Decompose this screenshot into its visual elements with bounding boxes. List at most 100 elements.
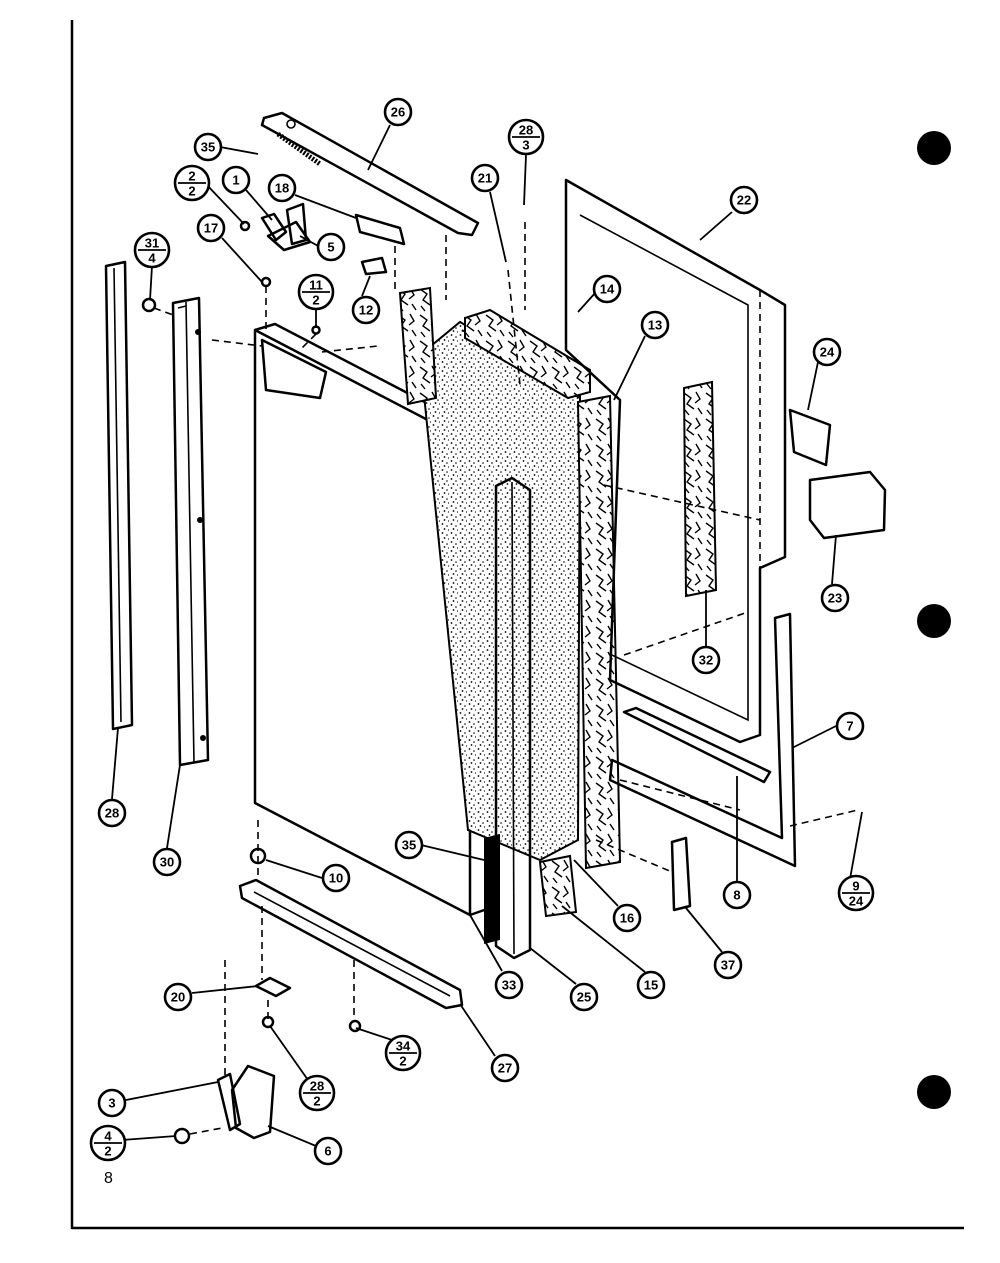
- callout-circle: [196, 213, 226, 243]
- fraction-top: 28: [519, 123, 533, 138]
- callout-label: 13: [648, 318, 662, 333]
- callout-circle: [494, 970, 524, 1000]
- part-22-inner-liner: [564, 178, 787, 744]
- part-callout-33: 33: [494, 970, 524, 1000]
- fraction-bottom: 4: [148, 251, 156, 266]
- part-callout-12: 12: [351, 295, 381, 325]
- part-callout-16: 16: [612, 903, 642, 933]
- part-callout-13: 13: [640, 310, 670, 340]
- part-callout-27: 27: [490, 1053, 520, 1083]
- fraction-bottom: 2: [188, 184, 195, 199]
- part-37-clip: [670, 836, 692, 912]
- callout-label: 16: [620, 911, 634, 926]
- fraction-bottom: 2: [312, 293, 319, 308]
- fraction-top: 2: [188, 169, 195, 184]
- part-callout-10: 10: [321, 863, 351, 893]
- part-callout-35: 35: [193, 132, 223, 162]
- fraction-callout-9-24: 924: [837, 874, 875, 912]
- punch-hole: [917, 131, 951, 165]
- assembly-lines: [153, 222, 859, 1135]
- part-callout-30: 30: [152, 847, 182, 877]
- callout-circle: [812, 337, 842, 367]
- foam-liner: [418, 320, 582, 862]
- callout-circle: [713, 950, 743, 980]
- part-24-part-23-brackets: [788, 408, 887, 540]
- callout-label: 27: [498, 1061, 512, 1076]
- callout-label: 7: [846, 719, 853, 734]
- fraction-callout-11-2: 112: [297, 273, 335, 311]
- part-callout-7: 7: [835, 711, 865, 741]
- callout-circle: [163, 982, 193, 1012]
- fraction-callout-28-3: 283: [507, 118, 545, 156]
- part-callout-22: 22: [729, 185, 759, 215]
- page-frame: [70, 20, 964, 1230]
- callout-circle: [729, 185, 759, 215]
- part-callout-8: 8: [722, 880, 752, 910]
- bottom-hinge-parts: [173, 976, 292, 1145]
- callout-circle: [636, 970, 666, 1000]
- callout-circle: [640, 310, 670, 340]
- part-callout-18: 18: [267, 173, 297, 203]
- part-callout-6: 6: [313, 1136, 343, 1166]
- callout-layer: 2635118212217514121324233272830351016833…: [97, 97, 865, 1166]
- callout-label: 12: [359, 303, 373, 318]
- callout-label: 21: [478, 171, 492, 186]
- part-callout-25: 25: [569, 982, 599, 1012]
- callout-label: 14: [600, 282, 615, 297]
- callout-circle: [470, 163, 500, 193]
- part-callout-17: 17: [196, 213, 226, 243]
- part-25-handle: [484, 476, 532, 960]
- callout-label: 33: [502, 978, 516, 993]
- callout-circle: [490, 1053, 520, 1083]
- part-callout-37: 37: [713, 950, 743, 980]
- callout-circle: [97, 798, 127, 828]
- callout-circle: [820, 583, 850, 613]
- part-callout-32: 32: [691, 645, 721, 675]
- punch-hole: [917, 604, 951, 638]
- callout-label: 35: [201, 140, 215, 155]
- callout-label: 37: [721, 958, 735, 973]
- fraction-top: 31: [145, 236, 159, 251]
- fraction-top: 28: [310, 1079, 324, 1094]
- fraction-bottom: 2: [313, 1094, 320, 1109]
- part-callout-26: 26: [383, 97, 413, 127]
- callout-circle: [569, 982, 599, 1012]
- callout-label: 26: [391, 105, 405, 120]
- callout-label: 10: [329, 871, 343, 886]
- callout-label: 3: [108, 1096, 115, 1111]
- fraction-bottom: 3: [522, 138, 529, 153]
- callout-circle: [394, 830, 424, 860]
- callout-label: 18: [275, 181, 289, 196]
- fraction-callout-34-2: 342: [384, 1034, 422, 1072]
- part-callout-24: 24: [812, 337, 842, 367]
- fraction-bottom: 2: [104, 1144, 111, 1159]
- callout-circle: [592, 274, 622, 304]
- callout-label: 8: [733, 888, 740, 903]
- punch-hole: [917, 1075, 951, 1109]
- callout-circle: [321, 863, 351, 893]
- callout-circle: [722, 880, 752, 910]
- callout-circle: [97, 1088, 127, 1118]
- part-28-side-strip: [104, 260, 157, 731]
- callout-label: 35: [402, 838, 416, 853]
- part-callout-28: 28: [97, 798, 127, 828]
- callout-label: 24: [820, 345, 835, 360]
- callout-label: 6: [324, 1144, 331, 1159]
- fraction-top: 11: [309, 278, 323, 293]
- callout-circle: [383, 97, 413, 127]
- fraction-callout-2-2: 22: [173, 164, 211, 202]
- callout-circle: [267, 173, 297, 203]
- callout-label: 15: [644, 978, 658, 993]
- punch-holes: [917, 131, 951, 1109]
- callout-label: 32: [699, 653, 713, 668]
- callout-label: 22: [737, 193, 751, 208]
- callout-label: 23: [828, 591, 842, 606]
- part-callout-1: 1: [221, 165, 251, 195]
- callout-label: 30: [160, 855, 174, 870]
- callout-circle: [193, 132, 223, 162]
- callout-circle: [835, 711, 865, 741]
- part-callout-15: 15: [636, 970, 666, 1000]
- fraction-top: 4: [104, 1129, 112, 1144]
